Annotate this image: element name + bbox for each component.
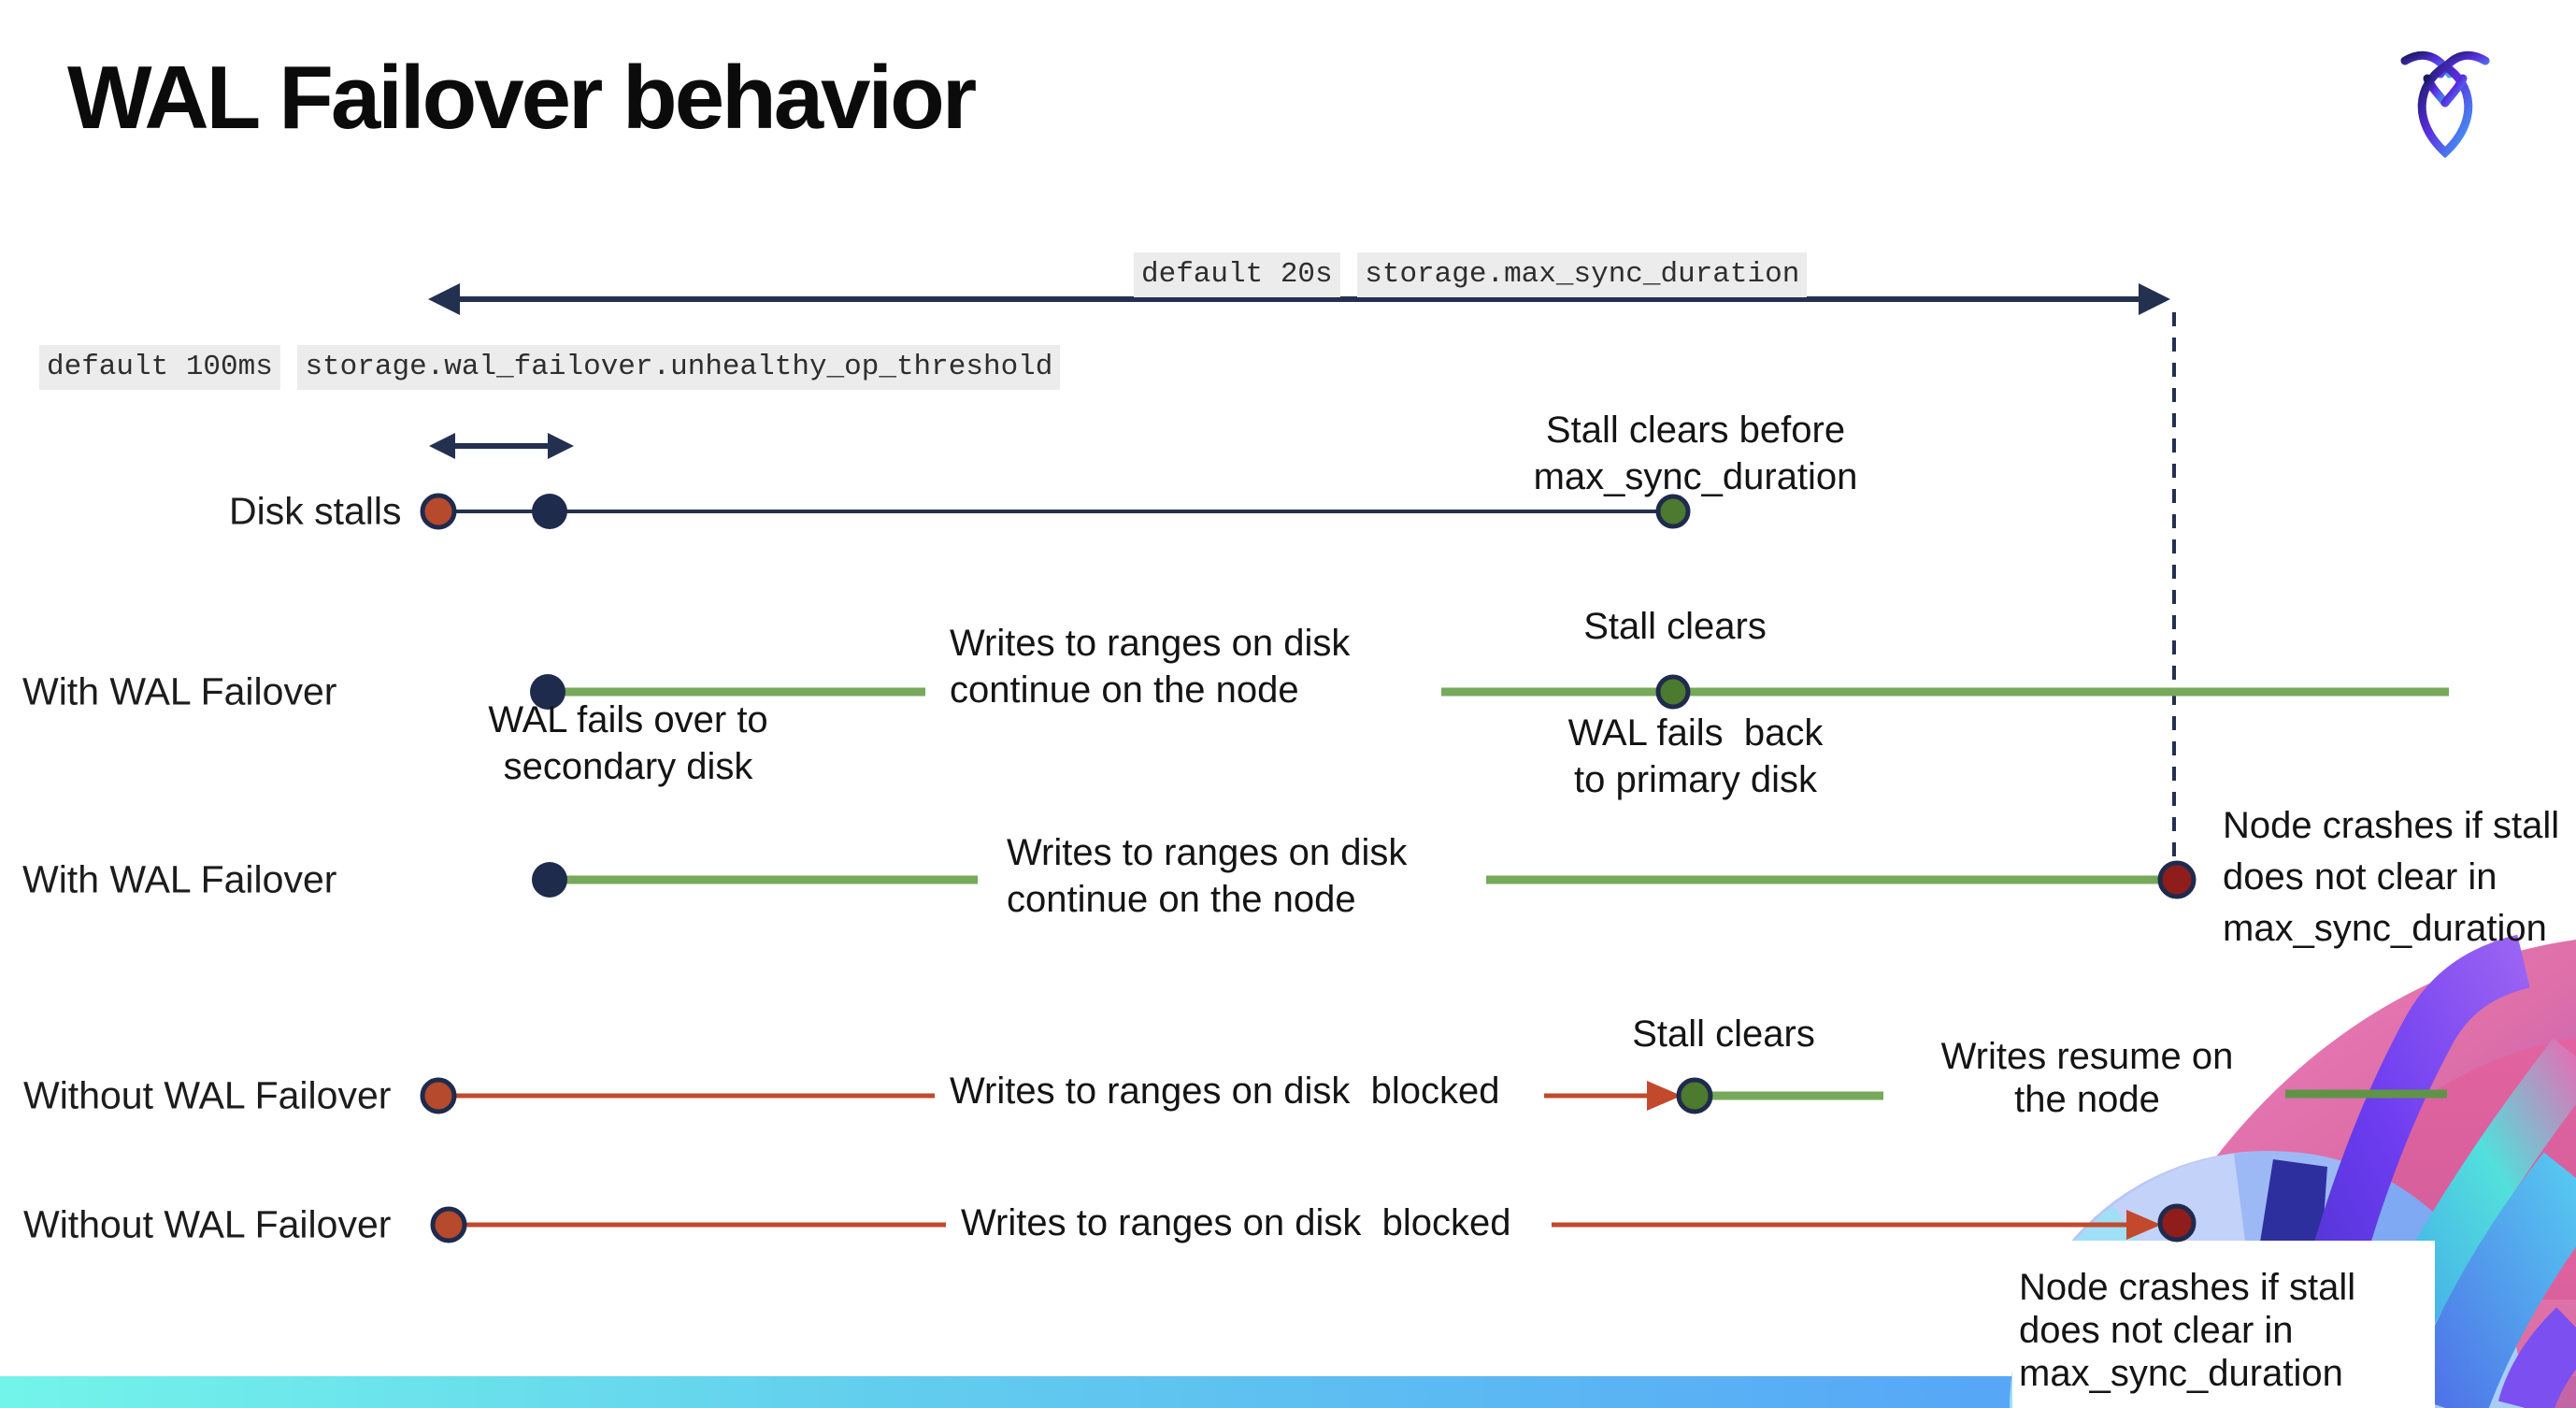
row-label-with-wal-failover-2: With WAL Failover [22,857,337,901]
caption-writes-blocked-3: Writes to ranges on disk blocked [950,1070,1500,1112]
row-with-wal-failover-2-timeline [532,860,2197,899]
unhealthy-op-default-value: default 100ms [39,345,280,390]
stall-clears-dot [1676,1077,1713,1114]
caption-writes-blocked-4: Writes to ranges on disk blocked [961,1202,1511,1243]
cockroachdb-logo-icon [2400,50,2490,159]
max-sync-default-value: default 20s [1134,252,1340,297]
annotation-box [2012,1241,2435,1408]
caption-stall-clears-1: Stall clears [1583,606,1767,647]
row-label-disk-stalls: Disk stalls [229,489,402,533]
max-sync-duration-arrow [428,283,2170,315]
row-label-without-wal-failover-2: Without WAL Failover [23,1202,392,1246]
caption-stall-clears-before: Stall clears before max_sync_duration [1533,409,1858,497]
disk-stall-start-dot [420,493,457,530]
caption-wal-fails-back: WAL fails back to primary disk [1567,712,1824,800]
caption-node-crashes-4: Node crashes if stall does not clear in … [2019,1267,2356,1394]
disk-stall-start-dot [420,1077,457,1114]
disk-stall-start-dot [430,1206,467,1243]
stall-clears-dot [1655,494,1691,529]
caption-writes-resume: Writes resume on the node [1940,1036,2234,1120]
row-label-with-wal-failover-1: With WAL Failover [22,669,337,713]
unhealthy-op-threshold-arrow [429,433,574,459]
failover-threshold-dot [532,494,567,529]
unhealthy-op-setting-name: storage.wal_failover.unhealthy_op_thresh… [297,345,1061,390]
row-with-wal-failover-1-timeline [530,674,2449,710]
page-title: WAL Failover behavior [67,48,977,148]
row-without-wal-failover-1-timeline [420,1077,2447,1114]
caption-stall-clears-3: Stall clears [1632,1013,1815,1055]
caption-node-crashes-2: Node crashes if stall does not clear in … [2223,805,2560,949]
caption-writes-continue-2: Writes to ranges on disk continue on the… [1007,832,1408,920]
row-without-wal-failover-2-timeline [430,1203,2197,1243]
caption-wal-fails-over: WAL fails over to secondary disk [488,699,768,787]
node-crash-dot [2157,1203,2197,1243]
max-sync-duration-label: default 20s storage.max_sync_duration [1134,252,1808,297]
row-disk-stalls-timeline [420,493,1691,530]
unhealthy-op-threshold-label: default 100ms storage.wal_failover.unhea… [39,345,1061,390]
wal-failover-dot [530,674,565,710]
wal-failover-dot [532,862,567,898]
node-crash-dot [2157,860,2197,899]
caption-writes-continue-1: Writes to ranges on disk continue on the… [950,623,1351,711]
max-sync-setting-name: storage.max_sync_duration [1357,252,1808,297]
row-label-without-wal-failover-1: Without WAL Failover [23,1073,392,1117]
stall-clears-dot [1655,674,1691,710]
